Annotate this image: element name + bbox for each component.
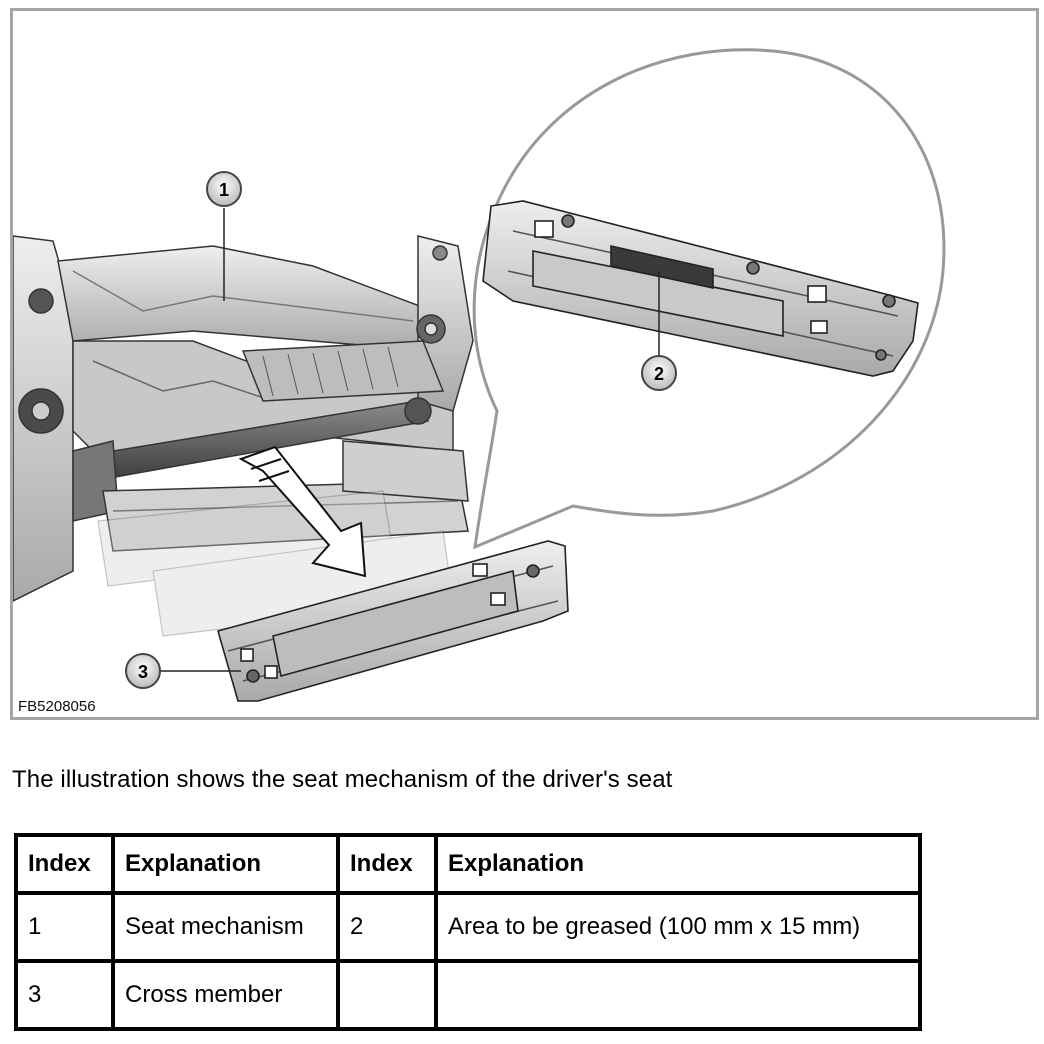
- table-cell: Area to be greased (100 mm x 15 mm): [434, 891, 922, 963]
- seat-mechanism-illustration: 1 2 3 FB5208056: [10, 8, 1039, 720]
- index-table: Index Explanation Index Explanation 1 Se…: [14, 833, 922, 1031]
- table-row: 1 Seat mechanism 2 Area to be greased (1…: [14, 891, 922, 963]
- motion-arrow: [238, 445, 367, 578]
- header-index-1: Index: [14, 833, 115, 895]
- table-cell: 2: [336, 891, 438, 963]
- table-cell: 1: [14, 891, 115, 963]
- callout-1: 1: [206, 171, 242, 207]
- header-explanation-1: Explanation: [111, 833, 340, 895]
- cross-member-drawing: [217, 540, 569, 702]
- callout-2: 2: [641, 355, 677, 391]
- svg-text:1: 1: [219, 180, 229, 200]
- detail-magnifier: [472, 48, 946, 550]
- table-row: 3 Cross member: [14, 959, 922, 1031]
- header-index-2: Index: [336, 833, 438, 895]
- table-cell: 3: [14, 959, 115, 1031]
- table-cell: Seat mechanism: [111, 891, 340, 963]
- greased-area: [610, 244, 714, 289]
- table-header-row: Index Explanation Index Explanation: [14, 833, 922, 895]
- table-cell: [434, 959, 922, 1031]
- callout-3: 3: [125, 653, 161, 689]
- figure-caption: The illustration shows the seat mechanis…: [12, 766, 673, 793]
- table-cell: Cross member: [111, 959, 340, 1031]
- svg-text:3: 3: [138, 662, 148, 682]
- table-cell: [336, 959, 438, 1031]
- svg-text:2: 2: [654, 364, 664, 384]
- header-explanation-2: Explanation: [434, 833, 922, 895]
- seat-frame-drawing: [13, 235, 474, 602]
- figure-code: FB5208056: [18, 698, 96, 715]
